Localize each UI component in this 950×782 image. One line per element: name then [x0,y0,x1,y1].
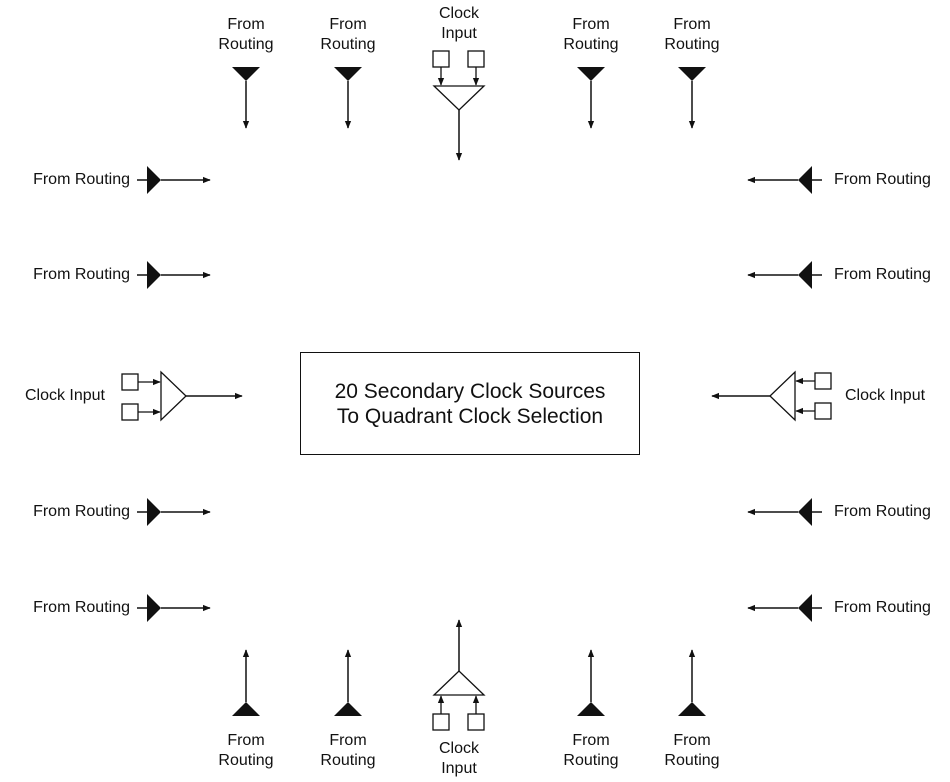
bottom-clock-input-buffer [432,619,486,731]
top-clock-input-label: Clock Input [438,5,480,42]
top-routing-label-2: From Routing [320,16,376,53]
bottom-clock-input-label: Clock Input [438,740,480,777]
left-routing-buffer-2 [137,261,211,289]
right-routing-buffer-1 [747,166,822,194]
left-routing-label-3: From Routing [33,503,130,520]
bottom-routing-buffer-2 [334,649,362,716]
left-routing-label-1: From Routing [33,171,130,188]
right-routing-label-2: From Routing [834,266,931,283]
right-routing-buffer-4 [747,594,822,622]
bottom-routing-buffer-3 [577,649,605,716]
left-routing-buffer-4 [137,594,211,622]
left-routing-label-4: From Routing [33,599,130,616]
left-clock-input-label: Clock Input [24,387,105,404]
top-routing-label-1: From Routing [218,16,274,53]
top-clock-input-buffer [432,50,486,161]
right-clock-input-label: Clock Input [845,387,926,404]
left-clock-input-buffer [121,370,243,422]
secondary-clock-sources-box: 20 Secondary Clock Sources To Quadrant C… [300,352,640,455]
left-routing-label-2: From Routing [33,266,130,283]
right-routing-label-4: From Routing [834,599,931,616]
bottom-routing-label-2: From Routing [320,732,376,769]
bottom-routing-label-3: From Routing [563,732,619,769]
center-box-line-1: 20 Secondary Clock Sources [334,379,606,403]
bottom-routing-buffer-4 [678,649,706,716]
left-routing-buffer-1 [137,166,211,194]
top-routing-buffer-2 [334,67,362,129]
bottom-routing-label-4: From Routing [664,732,720,769]
right-routing-buffer-3 [747,498,822,526]
top-routing-label-3: From Routing [563,16,619,53]
top-routing-label-4: From Routing [664,16,720,53]
bottom-routing-label-1: From Routing [218,732,274,769]
right-routing-buffer-2 [747,261,822,289]
right-clock-input-buffer [711,370,832,422]
top-routing-buffer-1 [232,67,260,129]
top-routing-buffer-4 [678,67,706,129]
right-routing-label-3: From Routing [834,503,931,520]
left-routing-buffer-3 [137,498,211,526]
right-routing-label-1: From Routing [834,171,931,188]
center-box-line-2: To Quadrant Clock Selection [336,404,604,428]
bottom-routing-buffer-1 [232,649,260,716]
top-routing-buffer-3 [577,67,605,129]
